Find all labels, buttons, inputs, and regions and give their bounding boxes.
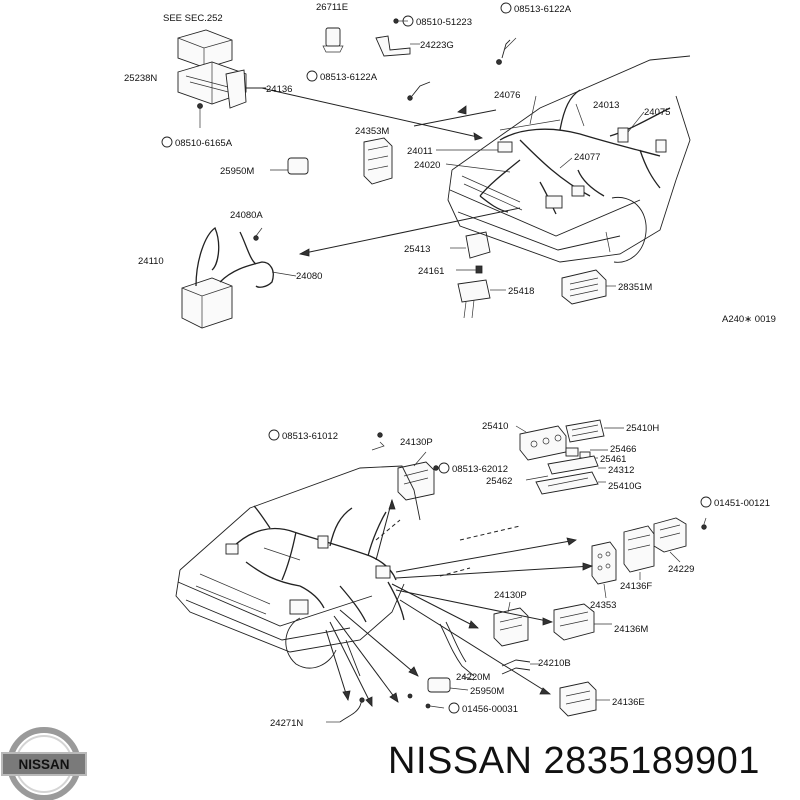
callout-label: 24223G	[420, 40, 454, 51]
top-labels: SEE SEC.252 26711E 08510-51223 08513-612…	[124, 2, 776, 325]
switch-panel-25410	[519, 425, 567, 461]
relay-24353	[591, 541, 617, 585]
callout-label: 24080A	[230, 210, 263, 221]
switch-strip-25462	[547, 455, 599, 475]
callout-label: 24353	[590, 600, 616, 611]
callout-label: 25413	[404, 244, 430, 255]
relay-bracket	[225, 69, 247, 109]
callout-label: 24080	[296, 271, 322, 282]
callout-label: 24011	[407, 146, 433, 157]
wiring-harness-top	[479, 89, 671, 215]
callout-label: 25410G	[608, 481, 642, 492]
callout-label: 24136E	[612, 697, 645, 708]
callout-label: 25418	[508, 286, 534, 297]
callout-label: 01451-00121	[714, 498, 770, 509]
callout-label: 25238N	[124, 73, 157, 84]
bottom-diagram	[175, 419, 707, 723]
car-front-body	[447, 55, 691, 263]
clip	[501, 39, 511, 59]
car-front-body-lower	[175, 465, 421, 677]
relay-block-24136e	[559, 681, 597, 717]
callout-label: 25461	[600, 454, 626, 465]
battery	[181, 277, 233, 329]
callout-label: 24130P	[494, 590, 527, 601]
leader-arrow	[299, 207, 521, 255]
callout-label: 25410	[482, 421, 508, 432]
callout-label: 08513-6122A	[320, 72, 378, 83]
callout-label: 24220M	[456, 672, 490, 683]
callout-label: 24161	[418, 266, 444, 277]
callout-label: 24136F	[620, 581, 652, 592]
bracket-24210b	[501, 659, 531, 667]
callout-label: 24013	[593, 100, 619, 111]
callout-label: 08513-6122A	[514, 4, 572, 15]
callout-label: 08513-62012	[452, 464, 508, 475]
connector-25950m-lower	[427, 677, 451, 693]
callout-label: 24353M	[355, 126, 389, 137]
top-diagram	[177, 18, 691, 329]
switch-panel-25410h	[565, 419, 605, 443]
callout-label: 08513-61012	[282, 431, 338, 442]
nissan-logo: NISSAN	[1, 727, 87, 800]
switch-panel-25410g	[535, 471, 599, 495]
callout-label: 24229	[668, 564, 694, 575]
callout-label: 08510-6165A	[175, 138, 233, 149]
callout-label: SEE SEC.252	[163, 13, 223, 24]
callout-label: 24075	[644, 107, 670, 118]
bulb-socket	[325, 27, 341, 47]
callout-label: 28351M	[618, 282, 652, 293]
callout-label: 25410H	[626, 423, 659, 434]
callout-label: 24077	[574, 152, 600, 163]
leader-arrows-lower	[325, 499, 593, 707]
callout-label: 26711E	[316, 2, 348, 13]
callout-label: 24210B	[538, 658, 571, 669]
callout-label: 24130P	[400, 437, 433, 448]
callout-label: 08510-51223	[416, 17, 472, 28]
relay-block-24136m	[553, 603, 595, 641]
drawing-reference: A240∗ 0019	[722, 314, 776, 325]
bracket-24223g	[375, 35, 411, 57]
connector-25950m	[287, 157, 309, 175]
callout-label: 24110	[138, 256, 164, 267]
relay-24229	[653, 517, 687, 553]
wiring-harness-lower	[231, 505, 405, 623]
battery-cable	[195, 227, 220, 287]
callout-label: 25462	[486, 476, 512, 487]
callout-label: 25466	[610, 444, 636, 455]
logo-text: NISSAN	[18, 757, 69, 772]
fuse-box-cover	[177, 29, 233, 69]
leader-arrow	[269, 89, 483, 139]
callout-label: 01456-00031	[462, 704, 518, 715]
bracket-24220m	[439, 623, 475, 677]
callout-label: 24271N	[270, 718, 303, 729]
clip-24271n	[339, 699, 363, 723]
relay-block-24136f	[623, 525, 655, 573]
connector-25418	[457, 279, 491, 303]
callout-label: 24076	[494, 90, 520, 101]
relay-24353m	[363, 137, 393, 185]
bottom-labels: 08513-61012 24130P 25410 25410H 25466 25…	[268, 421, 770, 729]
callout-label: 24020	[414, 160, 440, 171]
callout-label: 24136M	[614, 624, 648, 635]
brand-part-number: NISSAN 2835189901	[388, 740, 760, 782]
callout-label: 25950M	[470, 686, 504, 697]
callout-label: 24136	[266, 84, 292, 95]
callout-label: 24312	[608, 465, 634, 476]
callout-label: 25950M	[220, 166, 254, 177]
